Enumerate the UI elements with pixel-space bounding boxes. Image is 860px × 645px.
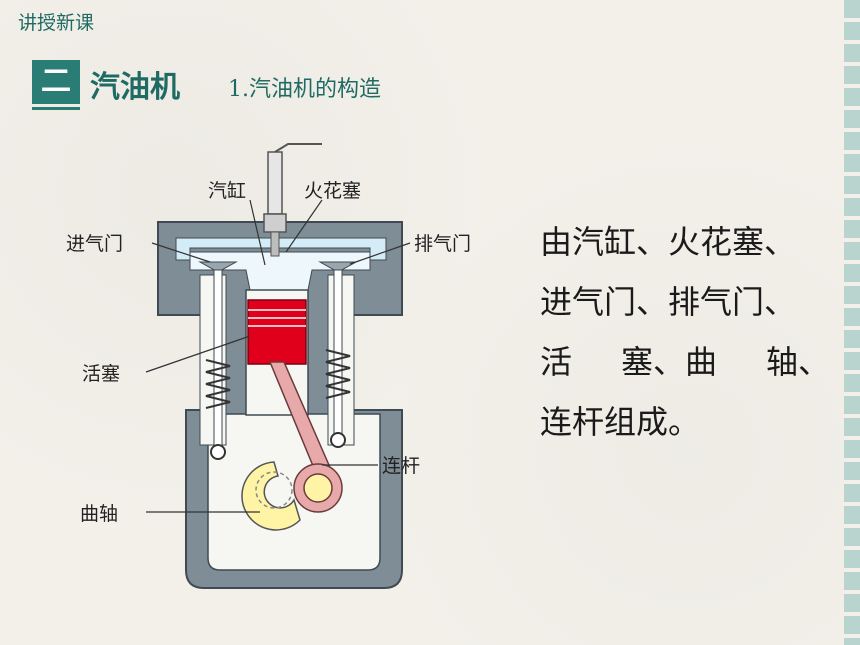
crankshaft: [241, 461, 301, 531]
description-text: 由汽缸、火花塞、 进气门、排气门、 活 塞、曲 轴、 连杆组成。: [540, 212, 830, 452]
label-cylinder: 汽缸: [208, 180, 246, 202]
exhaust-valve: [318, 261, 358, 448]
label-intake-valve: 进气门: [66, 233, 123, 255]
subtitle: 1.汽油机的构造: [228, 77, 381, 102]
section-number-badge: 二: [32, 60, 80, 110]
description-line-1: 由汽缸、火花塞、: [540, 223, 797, 261]
piston: [247, 299, 307, 365]
leader-lines: [145, 199, 411, 513]
spark-plug: [263, 143, 322, 257]
connecting-rod: [268, 361, 343, 513]
water-jacket: [175, 237, 387, 261]
label-spark-plug: 火花塞: [304, 180, 361, 202]
description-line-4: 连杆组成。: [540, 403, 701, 441]
intake-valve: [198, 261, 238, 460]
label-crankshaft: 曲轴: [80, 503, 118, 525]
description-line-3: 活 塞、曲 轴、: [540, 332, 830, 392]
label-connecting-rod: 连杆: [382, 455, 420, 477]
description-line-2: 进气门、排气门、: [540, 283, 797, 321]
description-line-3-part-c: 轴、: [765, 343, 830, 381]
section-number: 二: [41, 64, 71, 99]
label-piston: 活塞: [82, 363, 120, 385]
engine-diagram: 汽缸 火花塞 进气门 排气门 活塞 连杆 曲轴: [66, 143, 471, 589]
section-title: 汽油机: [90, 70, 180, 105]
label-exhaust-valve: 排气门: [414, 233, 471, 255]
top-label: 讲授新课: [18, 12, 95, 34]
description-line-3-part-a: 活: [540, 343, 573, 381]
decorative-side-strip: [844, 0, 860, 645]
description-line-3-part-b: 塞、曲: [620, 343, 717, 381]
